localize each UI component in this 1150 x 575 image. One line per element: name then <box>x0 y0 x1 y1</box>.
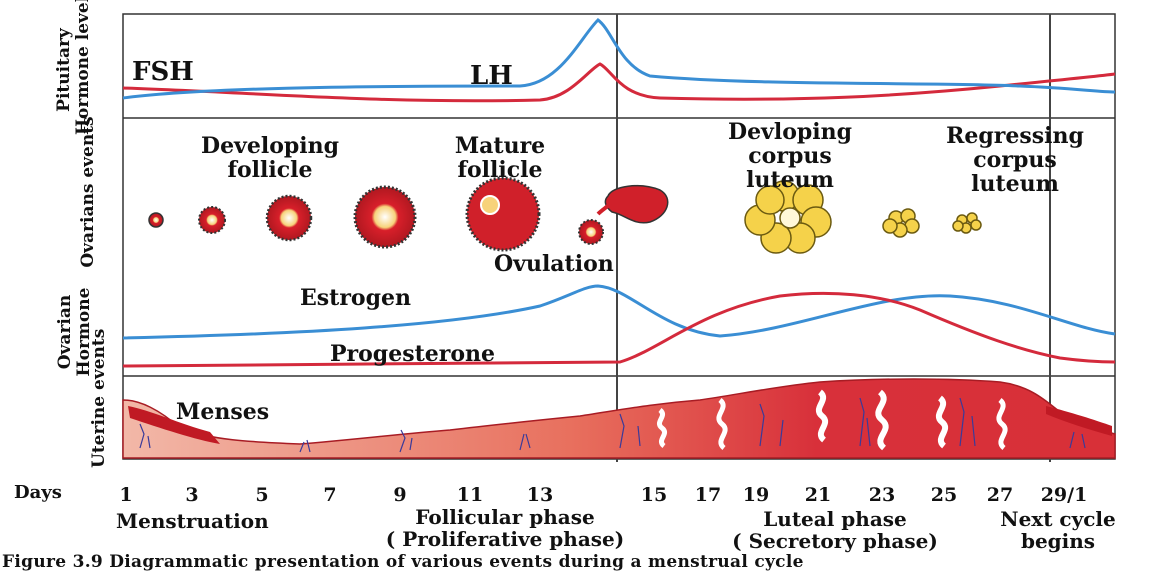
day-tick: 3 <box>185 484 198 506</box>
fsh-label: FSH <box>132 58 194 86</box>
regressing-corpus-luteum-2 <box>953 213 981 233</box>
luteal-line-1: Luteal phase <box>690 508 980 530</box>
uterine-events-side-label: Uterine events <box>90 372 110 468</box>
follicular-phase-label: Follicular phase ( Proliferative phase) <box>340 506 670 550</box>
day-tick: 11 <box>457 484 483 506</box>
regressing-corpus-luteum-1 <box>883 209 919 237</box>
day-tick: 1 <box>119 484 132 506</box>
mature-follicle-label: Mature follicle <box>410 134 590 182</box>
menstruation-phase-label: Menstruation <box>116 510 269 532</box>
day-tick: 25 <box>931 484 957 506</box>
day-tick: 15 <box>641 484 667 506</box>
follicular-line-1: Follicular phase <box>340 506 670 528</box>
mature-follicle-line-1: Mature <box>410 134 590 158</box>
day-tick: 9 <box>393 484 406 506</box>
day-tick: 7 <box>323 484 336 506</box>
fsh-curve <box>123 64 1115 101</box>
ovarian-label: Ovarian <box>56 284 75 380</box>
follicle-5 <box>467 178 539 250</box>
developing-follicle-line-1: Developing <box>150 134 390 158</box>
follicle-2 <box>199 207 225 233</box>
menses-label: Menses <box>176 400 269 424</box>
estrogen-label: Estrogen <box>300 286 411 310</box>
ruptured-follicle <box>605 186 667 223</box>
regressing-cl-line-3: luteum <box>910 172 1120 196</box>
regressing-cl-line-1: Regressing <box>910 124 1120 148</box>
regressing-cl-line-2: corpus <box>910 148 1120 172</box>
day-tick: 23 <box>869 484 895 506</box>
follicular-line-2: ( Proliferative phase) <box>340 528 670 550</box>
luteal-line-2: ( Secretory phase) <box>690 530 980 552</box>
day-tick: 29/1 <box>1041 484 1088 506</box>
day-tick: 19 <box>743 484 769 506</box>
day-tick: 27 <box>987 484 1013 506</box>
day-tick: 5 <box>255 484 268 506</box>
progesterone-curve <box>123 293 1115 366</box>
follicle-1 <box>149 213 163 227</box>
follicle-4 <box>355 187 415 247</box>
days-label: Days <box>14 482 62 503</box>
ovulation-label: Ovulation <box>494 252 614 276</box>
developing-cl-line-1: Devloping <box>690 120 890 144</box>
regressing-corpus-luteum-label: Regressing corpus luteum <box>910 124 1120 196</box>
next-cycle-line-1: Next cycle <box>970 508 1146 530</box>
developing-follicle-label: Developing follicle <box>150 134 390 182</box>
day-tick: 17 <box>695 484 721 506</box>
day-tick: 21 <box>805 484 831 506</box>
luteal-phase-label: Luteal phase ( Secretory phase) <box>690 508 980 552</box>
progesterone-label: Progesterone <box>330 342 495 366</box>
pituitary-label: Pituitary <box>55 5 74 135</box>
follicle-6-small <box>579 220 603 244</box>
follicle-3 <box>267 196 311 240</box>
day-tick: 13 <box>527 484 553 506</box>
figure-caption: Figure 3.9 Diagrammatic presentation of … <box>0 552 1150 572</box>
developing-cl-line-2: corpus <box>690 144 890 168</box>
developing-cl-line-3: luteum <box>690 168 890 192</box>
lh-label: LH <box>470 62 513 90</box>
lh-curve <box>123 20 1115 98</box>
gland-1 <box>659 410 664 446</box>
ovarian-events-side-label: Ovarians events <box>79 107 99 277</box>
follicle-sequence <box>149 178 668 250</box>
endometrium <box>123 379 1115 458</box>
next-cycle-label: Next cycle begins <box>970 508 1146 552</box>
developing-corpus-luteum-label: Devloping corpus luteum <box>690 120 890 192</box>
developing-follicle-line-2: follicle <box>150 158 390 182</box>
mature-follicle-line-2: follicle <box>410 158 590 182</box>
next-cycle-line-2: begins <box>970 530 1146 552</box>
